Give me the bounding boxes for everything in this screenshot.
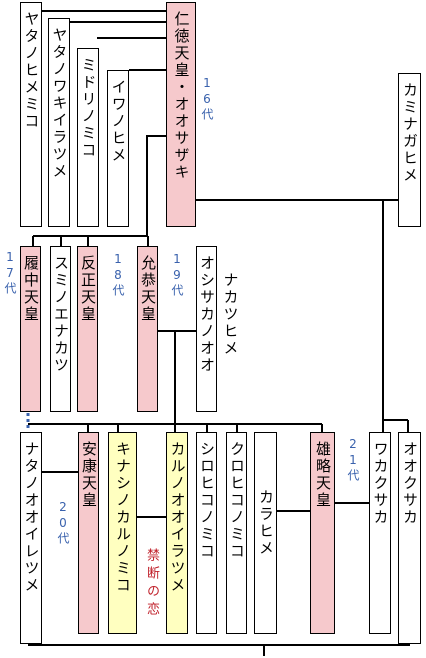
person-kaminagahime: カミナガヒメ: [398, 73, 421, 227]
person-kinashinokaru: キナシノカルノミコ: [108, 432, 137, 634]
person-yuryaku: 雄略天皇: [310, 432, 335, 634]
person-richu: 履中天皇: [20, 246, 41, 412]
person-name: ワカクサカ: [371, 441, 390, 526]
person-hanzei: 反正天皇: [77, 246, 98, 412]
person-name: 安康天皇: [80, 441, 98, 509]
person-anko: 安康天皇: [78, 432, 99, 634]
person-name: オオクサカ: [401, 441, 419, 526]
person-name: イワノヒメ: [109, 79, 128, 164]
person-name: 允恭天皇: [139, 255, 157, 323]
person-name: キナシノカルノミコ: [114, 441, 132, 594]
gen-label-21: 21代: [346, 437, 360, 483]
person-midorinomiko: ミドリノミコ: [77, 48, 99, 227]
person-shirohiko: シロヒコノミコ: [196, 432, 217, 634]
person-name: ナタノオオイレツメ: [22, 441, 41, 594]
gen-label-18: 18代: [111, 252, 125, 298]
person-wakakusaka: ワカクサカ: [369, 432, 391, 634]
person-ookusaka: オオクサカ: [398, 432, 421, 644]
person-name: ヤタノワキイラツメ: [50, 27, 69, 180]
person-name: ミドリノミコ: [79, 57, 98, 159]
person-name: 履中天皇: [22, 255, 40, 323]
person-name: カルノオオイラツメ: [168, 441, 187, 594]
person-ingyo: 允恭天皇: [137, 246, 158, 412]
person-name: カラヒメ: [257, 489, 275, 557]
person-nintoku: 仁徳天皇・オオサザキ: [166, 2, 196, 227]
person-name: スミノエナカツ: [52, 255, 70, 374]
person-yatanohimemiko: ヤタノヒメミコ: [20, 2, 42, 227]
person-name: 雄略天皇: [314, 441, 332, 509]
person-yatanowakiiratsume: ヤタノワキイラツメ: [48, 18, 70, 227]
person-name: ヤタノヒメミコ: [22, 11, 41, 130]
person-karunooiratsume: カルノオオイラツメ: [166, 432, 188, 634]
person-name: シロヒコノミコ: [198, 441, 216, 560]
gen-label-19: 19代: [170, 252, 184, 298]
person-name: クロヒコノミコ: [228, 441, 246, 560]
person-karahime: カラヒメ: [254, 432, 277, 634]
person-suminoenakatsu: スミノエナカツ: [50, 246, 71, 412]
gen-label-16: 16代: [200, 76, 214, 122]
person-oshisaka: オシサカノオオ: [196, 246, 217, 412]
person-name: オシサカノオオ: [198, 255, 216, 374]
person-name: ナカツヒメ: [221, 272, 240, 357]
person-iwanohime: イワノヒメ: [107, 70, 129, 227]
person-name: 仁徳天皇・オオサザキ: [172, 11, 191, 181]
person-nakatsuhime: ナカツヒメ: [219, 246, 241, 412]
person-kurohiko: クロヒコノミコ: [226, 432, 247, 634]
forbidden-love-label: 禁断の恋: [144, 548, 159, 620]
person-name: 反正天皇: [79, 255, 97, 323]
person-name: カミナガヒメ: [401, 82, 419, 184]
person-natanooiratsume: ナタノオオイレツメ: [20, 432, 42, 644]
gen-label-17: 17代: [3, 250, 17, 296]
gen-label-20: 20代: [56, 500, 70, 546]
